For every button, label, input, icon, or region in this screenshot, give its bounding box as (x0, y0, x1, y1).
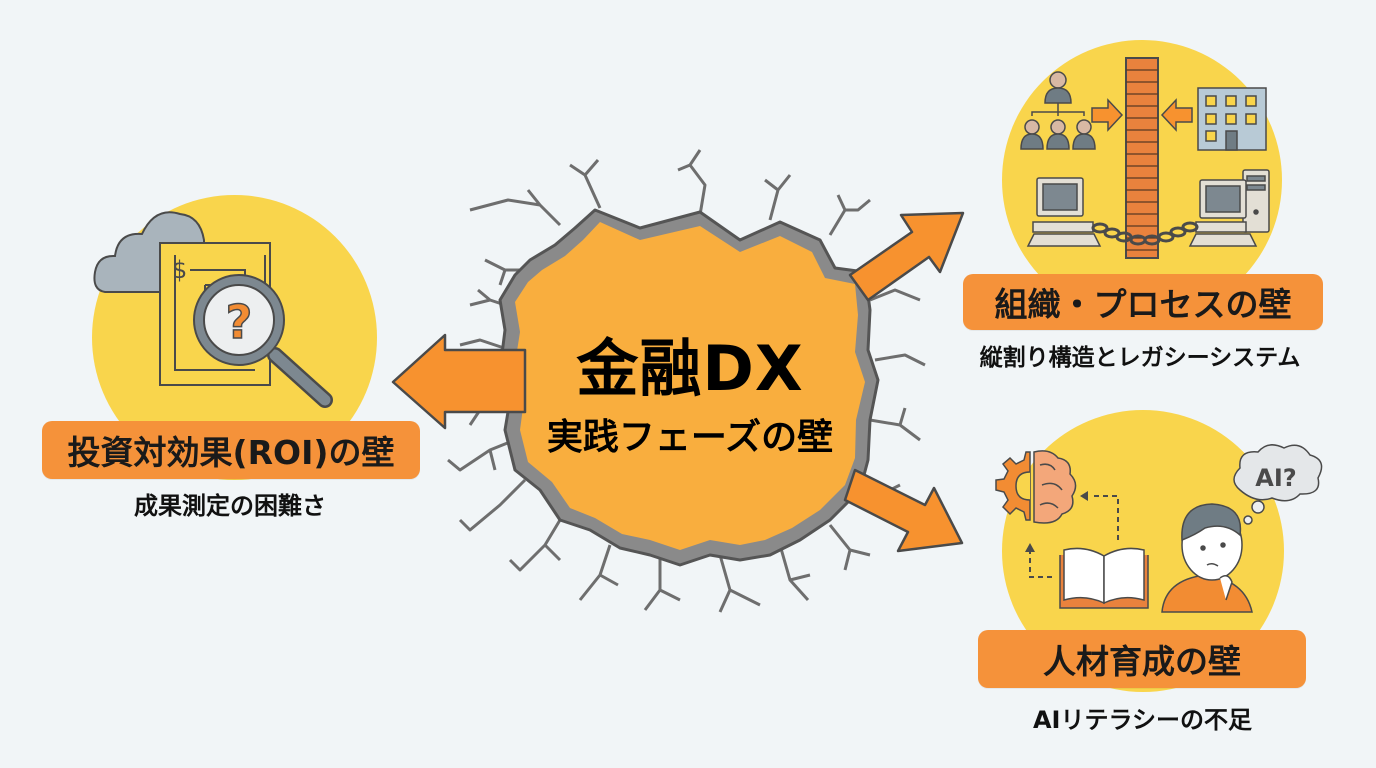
brick-wall-icon (1125, 57, 1159, 259)
arrow-right-small-icon (1091, 98, 1124, 132)
roi-wall-description: 成果測定の困難さ (134, 492, 326, 520)
center-subtitle: 実践フェーズの壁 (546, 417, 834, 458)
talent-wall-description: AIリテラシーの不足 (1032, 706, 1253, 734)
magnifier-question-icon: ? (193, 274, 333, 408)
talent-wall-label: 人材育成の壁 (978, 630, 1306, 688)
thought-bubble-text: AI? (1255, 464, 1296, 492)
burst-fill (514, 222, 865, 550)
dashed-arrow-icon (1029, 495, 1119, 578)
center-title: 金融DX (576, 332, 804, 405)
gear-icon (995, 451, 1031, 521)
confused-person-icon (1161, 503, 1253, 613)
thought-bubble-icon (1233, 444, 1323, 525)
crack-lines-icon (447, 149, 926, 613)
chain-icon (1091, 221, 1199, 246)
brain-icon (1033, 450, 1077, 524)
svg-text:?: ? (226, 295, 253, 349)
dollar-sign-icon: $ (172, 256, 187, 284)
legacy-computer-right-icon (1188, 169, 1270, 247)
building-icon (1197, 87, 1267, 151)
open-book-icon (1059, 547, 1149, 609)
org-chart-icon (1020, 71, 1096, 150)
org-wall-label: 組織・プロセスの壁 (963, 274, 1323, 330)
legacy-computer-left-icon (1026, 177, 1102, 247)
org-wall-description: 縦割り構造とレガシーシステム (979, 345, 1301, 371)
roi-wall-label: 投資対効果(ROI)の壁 (42, 421, 420, 479)
arrow-left-small-icon (1160, 98, 1193, 132)
